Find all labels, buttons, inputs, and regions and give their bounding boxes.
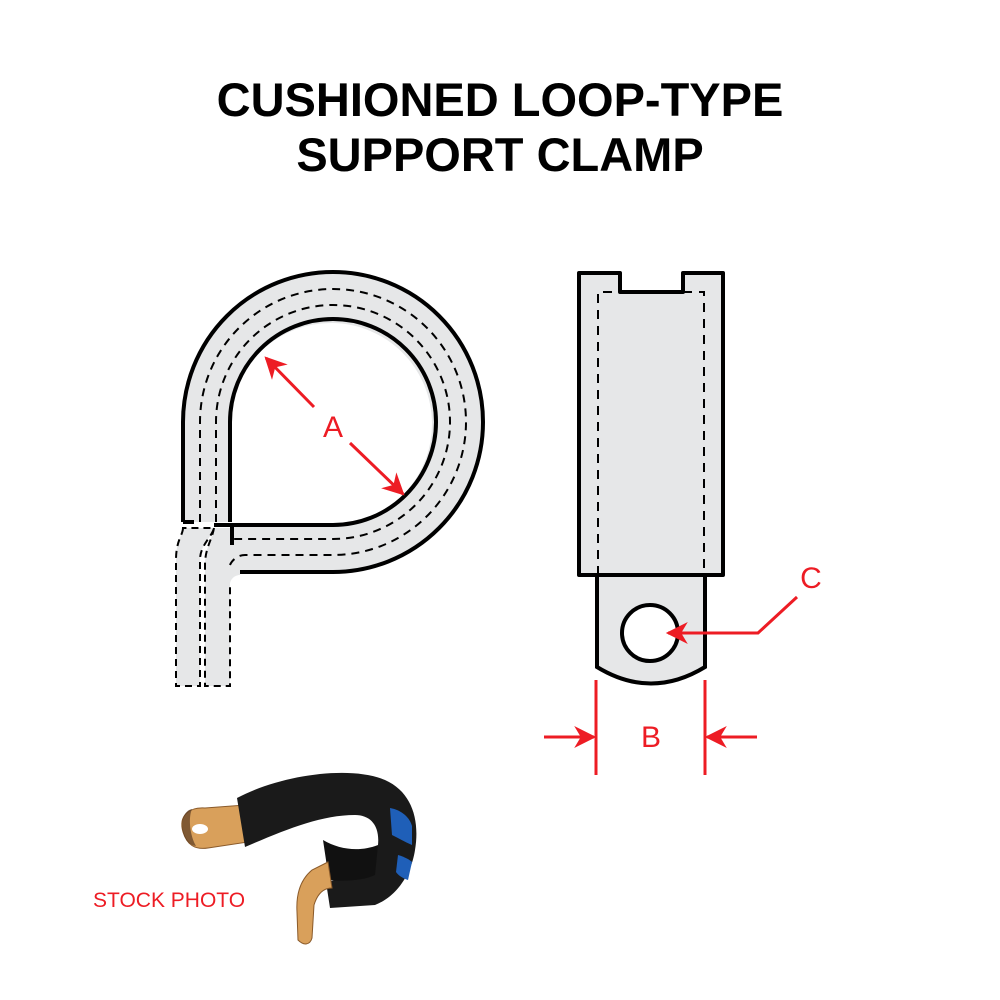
hidden-tail-inner-edge	[204, 527, 231, 687]
stock-photo-caption: STOCK PHOTO	[93, 889, 246, 912]
loop-side-view: A	[175, 270, 485, 687]
dimension-a-arrow-lower	[348, 441, 405, 496]
diagram-title: CUSHIONED LOOP-TYPE SUPPORT CLAMP	[0, 72, 1000, 182]
dimension-c-leader	[665, 595, 799, 644]
loop-outer-outline	[181, 270, 485, 574]
clamp-front-view: C B	[544, 271, 822, 775]
dimension-a-label: A	[323, 411, 343, 444]
loop-band	[183, 272, 483, 572]
dimension-c-label: C	[800, 562, 822, 595]
photo-blue-stripe-lower	[396, 855, 412, 880]
dimension-a-arrow-upper	[264, 356, 316, 409]
hidden-tail-outer	[175, 527, 216, 687]
photo-tab-tarnish	[182, 809, 196, 846]
dimension-b-label: B	[641, 721, 661, 754]
photo-lower-tab	[296, 861, 333, 945]
stock-photo	[181, 772, 417, 945]
title-line-2: SUPPORT CLAMP	[296, 128, 704, 181]
photo-rubber-lower-lip	[323, 840, 378, 881]
clamp-hidden-lines	[597, 291, 705, 575]
clamp-body	[577, 271, 725, 577]
hidden-tail-inner	[205, 528, 240, 686]
loop-inner-outline	[214, 317, 438, 527]
title-line-1: CUSHIONED LOOP-TYPE	[216, 73, 784, 126]
photo-upper-tab-hole	[192, 824, 208, 834]
photo-blue-stripe	[390, 808, 412, 845]
